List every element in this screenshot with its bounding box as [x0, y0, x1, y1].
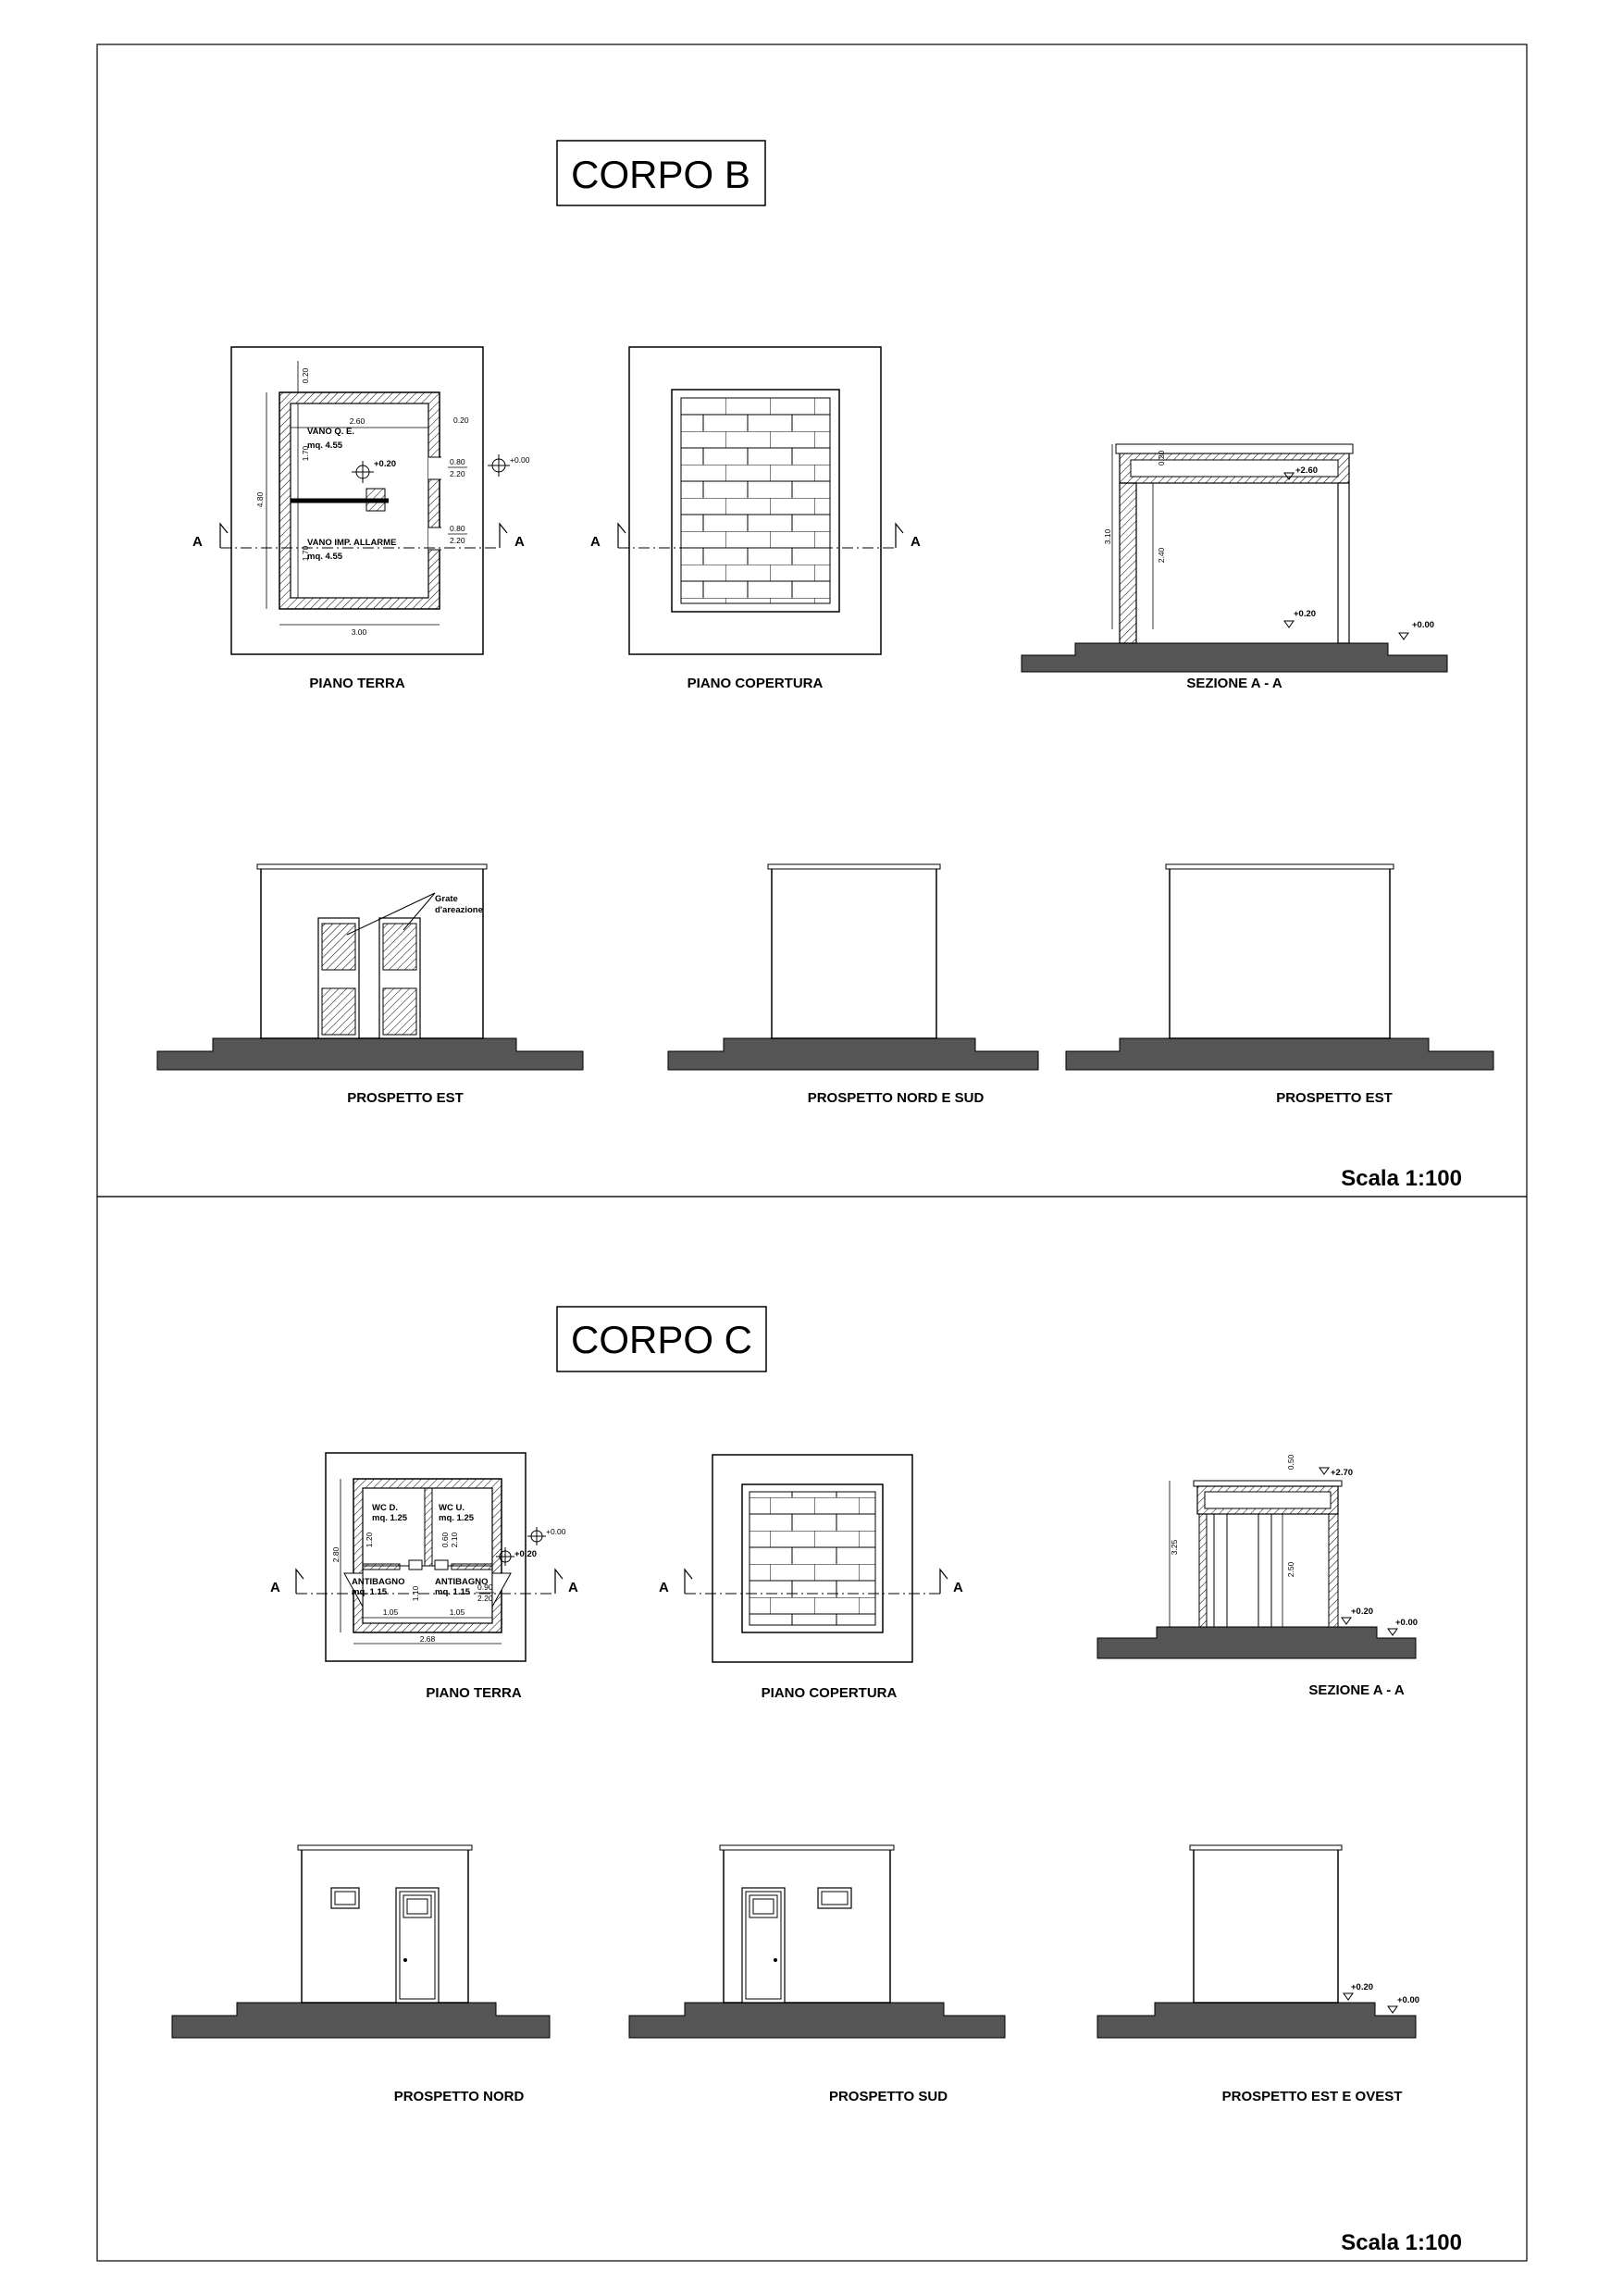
section-mark-left: A: [590, 534, 601, 550]
corpo-b-piano-terra: +0.20 +0.00 VANO Q. E. mq. 4.55 VANO IMP…: [192, 346, 530, 691]
room-wc-d: WC D.: [372, 1503, 398, 1513]
dim-020: 0.20: [1157, 450, 1166, 465]
section-mark-right: A: [911, 534, 921, 550]
section-mark-right: A: [953, 1580, 963, 1595]
dim-210: 2.10: [450, 1532, 459, 1547]
label-prospetto-1: PROSPETTO EST: [347, 1090, 464, 1106]
dim-door-h: 2.20: [477, 1594, 493, 1603]
dim-300: 3.00: [352, 627, 367, 637]
label-sezione: SEZIONE A - A: [1308, 1682, 1405, 1698]
ventilation-door-left: [317, 917, 360, 1039]
dim-050: 0.50: [1286, 1454, 1295, 1470]
corpo-c-prospetto-3: +0.20 +0.00 PROSPETTO EST E OVEST: [1096, 1844, 1419, 2104]
dim-120: 1.20: [365, 1532, 374, 1547]
dim-020-right: 0.20: [453, 416, 469, 425]
grate-label-2: d'areazione: [435, 905, 483, 915]
corpo-c-prospetto-2: PROSPETTO SUD: [628, 1844, 1006, 2104]
label-prospetto-2: PROSPETTO NORD E SUD: [808, 1090, 985, 1106]
ventilation-door-right: [378, 917, 421, 1039]
corpo-b-title-box: [556, 140, 766, 206]
dim-240: 2.40: [1157, 547, 1166, 563]
label-piano-copertura: PIANO COPERTURA: [688, 676, 824, 691]
corpo-c: CORPO C WC D. mq. 1.25 WC U. mq. 1.25 AN…: [171, 1306, 1462, 2255]
level-plus020: +0.20: [374, 459, 396, 469]
label-sezione: SEZIONE A - A: [1186, 676, 1282, 691]
dim-325: 3.25: [1170, 1539, 1179, 1555]
dim-260: 2.60: [350, 416, 365, 426]
corpo-b: CORPO B +0.20 +0.00 VANO Q. E. mq. 4.55: [156, 140, 1494, 1191]
corpo-c-piano-copertura: A A PIANO COPERTURA: [659, 1454, 963, 1701]
level-plus000: +0.00: [1397, 1995, 1419, 2005]
corpo-c-title-box: [556, 1306, 767, 1372]
level-plus000: +0.00: [1395, 1618, 1418, 1628]
level-plus000: +0.00: [546, 1527, 566, 1536]
dim-170-b: 1.70: [301, 545, 310, 561]
level-plus000: +0.00: [1412, 620, 1434, 630]
level-plus260: +2.60: [1295, 465, 1318, 476]
corpo-c-piano-terra: WC D. mq. 1.25 WC U. mq. 1.25 ANTIBAGNO …: [270, 1452, 578, 1701]
dim-280: 2.80: [331, 1546, 341, 1562]
room-vano-imp: VANO IMP. ALLARME: [307, 538, 396, 548]
dim-480: 4.80: [255, 491, 265, 507]
door: [395, 1887, 440, 2004]
room-vano-imp-area: mq. 4.55: [307, 552, 343, 562]
level-plus020: +0.20: [1294, 609, 1316, 619]
corpo-c-title: CORPO C: [571, 1318, 752, 1361]
section-mark-right: A: [568, 1580, 578, 1595]
corpo-c-prospetto-1: PROSPETTO NORD: [171, 1844, 551, 2104]
room-wc-u: WC U.: [439, 1503, 465, 1513]
corpo-c-sezione: 3.25 2.50 0.50 +2.70 +0.20 +0.00 SEZIONE…: [1096, 1454, 1418, 1698]
corpo-b-title: CORPO B: [571, 153, 750, 196]
corpo-b-prospetto-2: PROSPETTO NORD E SUD: [667, 863, 1039, 1106]
dim-win1-w: 0.80: [450, 457, 465, 466]
dim-268: 2.68: [420, 1634, 436, 1644]
dim-110: 1.10: [411, 1585, 420, 1601]
label-piano-terra: PIANO TERRA: [309, 676, 405, 691]
level-plus020: +0.20: [514, 1549, 537, 1559]
dim-105-a: 1.05: [383, 1607, 399, 1617]
label-piano-terra: PIANO TERRA: [426, 1685, 522, 1701]
section-mark-left: A: [270, 1580, 280, 1595]
dim-020-top: 0.20: [301, 367, 310, 383]
section-mark-right: A: [514, 534, 525, 550]
dim-310: 3.10: [1103, 528, 1112, 544]
room-antibagno-1: ANTIBAGNO: [352, 1577, 405, 1587]
corpo-b-piano-copertura: A A PIANO COPERTURA: [590, 346, 921, 691]
dim-win2-w: 0.80: [450, 524, 465, 533]
room-antibagno-1-area: mq. 1.15: [352, 1587, 388, 1597]
room-wc-u-area: mq. 1.25: [439, 1513, 475, 1523]
section-mark-left: A: [659, 1580, 669, 1595]
level-plus270: +2.70: [1331, 1468, 1353, 1478]
room-vano-qe-area: mq. 4.55: [307, 441, 343, 451]
label-prospetto-3: PROSPETTO EST E OVEST: [1222, 2089, 1403, 2104]
level-plus000: +0.00: [510, 455, 530, 465]
label-prospetto-3: PROSPETTO EST: [1276, 1090, 1393, 1106]
level-plus020: +0.20: [1351, 1607, 1373, 1617]
dim-win1-h: 2.20: [450, 469, 465, 478]
room-antibagno-2-area: mq. 1.15: [435, 1587, 471, 1597]
level-plus020: +0.20: [1351, 1982, 1373, 1992]
section-mark-left: A: [192, 534, 203, 550]
label-prospetto-1: PROSPETTO NORD: [394, 2089, 525, 2104]
label-piano-copertura: PIANO COPERTURA: [762, 1685, 898, 1701]
dim-170-a: 1.70: [301, 445, 310, 461]
room-antibagno-2: ANTIBAGNO: [435, 1577, 489, 1587]
dim-105-b: 1.05: [450, 1607, 465, 1617]
door: [741, 1887, 786, 2004]
corpo-b-sezione: 3.10 2.40 0.20 +2.60 +0.20 +0.00 SEZIONE…: [1021, 443, 1448, 691]
corpo-b-prospetto-3: PROSPETTO EST: [1065, 863, 1494, 1106]
scale-label: Scala 1:100: [1341, 2230, 1462, 2255]
frame-corpo-c: [96, 1196, 1528, 2262]
dim-win2-h: 2.20: [450, 536, 465, 545]
dim-door-w: 0.90: [477, 1582, 493, 1592]
corpo-b-prospetto-1: Grate d'areazione PROSPETTO EST: [156, 863, 584, 1106]
label-prospetto-2: PROSPETTO SUD: [829, 2089, 948, 2104]
scale-label: Scala 1:100: [1341, 1166, 1462, 1191]
dim-060: 0.60: [440, 1532, 450, 1547]
grate-label: Grate: [435, 894, 458, 904]
room-wc-d-area: mq. 1.25: [372, 1513, 408, 1523]
dim-250: 2.50: [1286, 1561, 1295, 1577]
room-vano-qe: VANO Q. E.: [307, 427, 354, 437]
